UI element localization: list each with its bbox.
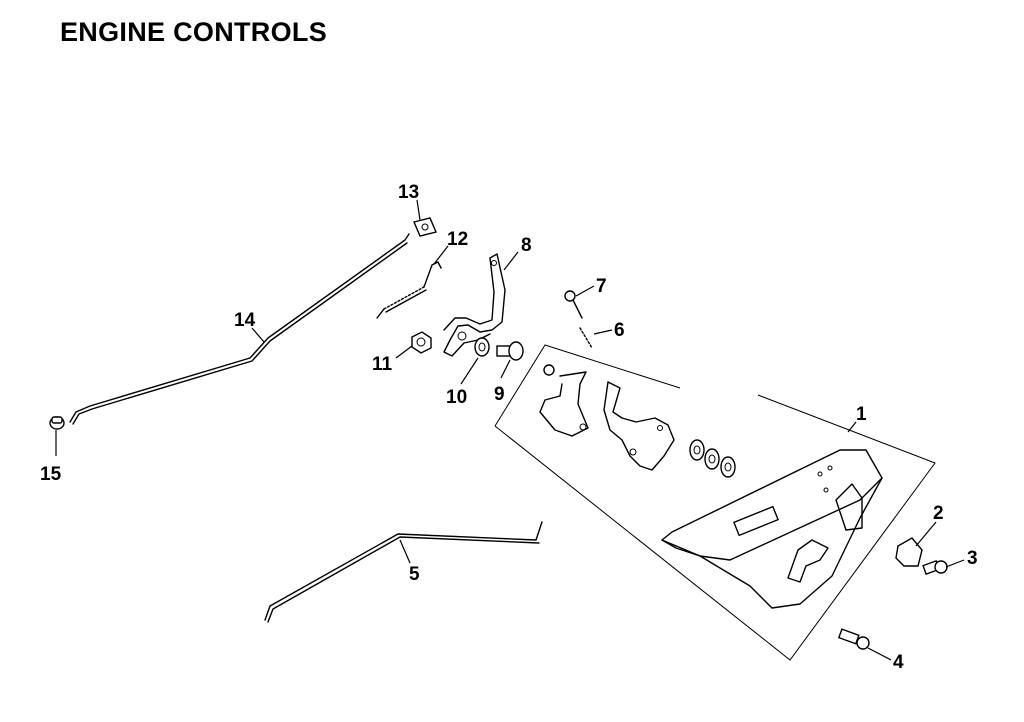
- callout-6: 6: [614, 320, 625, 341]
- callout-9: 9: [494, 384, 505, 405]
- callout-12: 12: [447, 229, 468, 250]
- callout-labels: 1 2 3 4 5 6 7 8 9 10 11 12 13 14 15: [40, 182, 978, 673]
- part-13-cable-clip: [413, 217, 437, 237]
- part-14-throttle-rod: [69, 233, 410, 425]
- part-1-control-bracket: [661, 449, 883, 609]
- assembly-outline: [494, 344, 936, 661]
- part-12-spring: [376, 261, 442, 319]
- callout-2: 2: [933, 503, 944, 524]
- callout-15: 15: [40, 464, 62, 485]
- callout-1: 1: [856, 404, 867, 425]
- part-9-bolt: [496, 341, 524, 361]
- part-4-bolt: [837, 628, 870, 650]
- callout-11: 11: [372, 354, 393, 375]
- leader-lines: [55, 199, 965, 661]
- part-10-washer: [474, 337, 490, 357]
- part-2-clip: [895, 537, 923, 567]
- page-title: ENGINE CONTROLS: [60, 17, 328, 47]
- part-6-spring: [579, 327, 593, 349]
- callout-4: 4: [893, 652, 904, 673]
- part-11-nut: [411, 331, 432, 354]
- callout-7: 7: [596, 276, 607, 297]
- callout-14: 14: [234, 310, 256, 331]
- part-5-choke-rod: [264, 521, 543, 623]
- callout-3: 3: [967, 548, 978, 569]
- part-15-rod-fitting: [49, 416, 65, 430]
- callout-5: 5: [409, 564, 420, 585]
- part-3-bolt: [922, 559, 948, 575]
- part-7-screw: [564, 290, 583, 319]
- assembly-inner-linkage: [539, 364, 736, 478]
- callout-8: 8: [521, 235, 532, 256]
- callout-10: 10: [446, 387, 467, 408]
- callout-13: 13: [398, 182, 419, 203]
- part-8-lever-bracket: [443, 253, 506, 357]
